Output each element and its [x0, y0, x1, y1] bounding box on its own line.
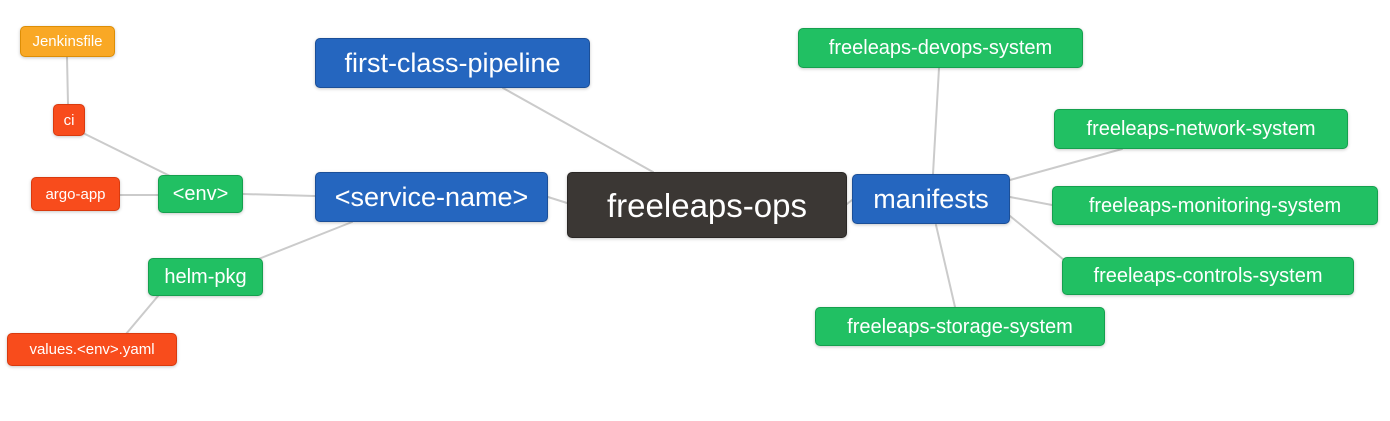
- edge-helmpkg-values: [125, 295, 159, 335]
- node-helm-pkg[interactable]: helm-pkg: [148, 258, 263, 296]
- edge-servicename-ops: [547, 196, 568, 204]
- edge-manifests-devops: [932, 67, 940, 175]
- node-freeleaps-monitoring-system[interactable]: freeleaps-monitoring-system: [1052, 186, 1378, 225]
- edge-ci-env: [84, 133, 173, 178]
- edge-ops-manifests: [846, 199, 853, 205]
- node-env[interactable]: <env>: [158, 175, 243, 213]
- node-service-name[interactable]: <service-name>: [315, 172, 548, 222]
- node-argo-app[interactable]: argo-app: [31, 177, 120, 211]
- node-manifests[interactable]: manifests: [852, 174, 1010, 224]
- node-freeleaps-devops-system[interactable]: freeleaps-devops-system: [798, 28, 1083, 68]
- node-freeleaps-ops[interactable]: freeleaps-ops: [567, 172, 847, 238]
- node-ci[interactable]: ci: [53, 104, 85, 136]
- node-freeleaps-controls-system[interactable]: freeleaps-controls-system: [1062, 257, 1354, 295]
- node-freeleaps-storage-system[interactable]: freeleaps-storage-system: [815, 307, 1105, 346]
- edge-manifests-storage: [935, 224, 956, 308]
- node-values-env-yaml[interactable]: values.<env>.yaml: [7, 333, 177, 366]
- edge-manifests-network: [1009, 148, 1123, 181]
- node-first-class-pipeline[interactable]: first-class-pipeline: [315, 38, 590, 88]
- edge-pipeline-ops: [502, 87, 654, 173]
- node-jenkinsfile[interactable]: Jenkinsfile: [20, 26, 115, 57]
- edge-jenkinsfile-ci: [66, 56, 69, 105]
- edge-manifests-monitoring: [1009, 196, 1053, 206]
- node-freeleaps-network-system[interactable]: freeleaps-network-system: [1054, 109, 1348, 149]
- edge-manifests-controls: [1009, 215, 1065, 261]
- edge-servicename-helmpkg: [255, 221, 353, 261]
- edge-env-servicename: [242, 193, 316, 197]
